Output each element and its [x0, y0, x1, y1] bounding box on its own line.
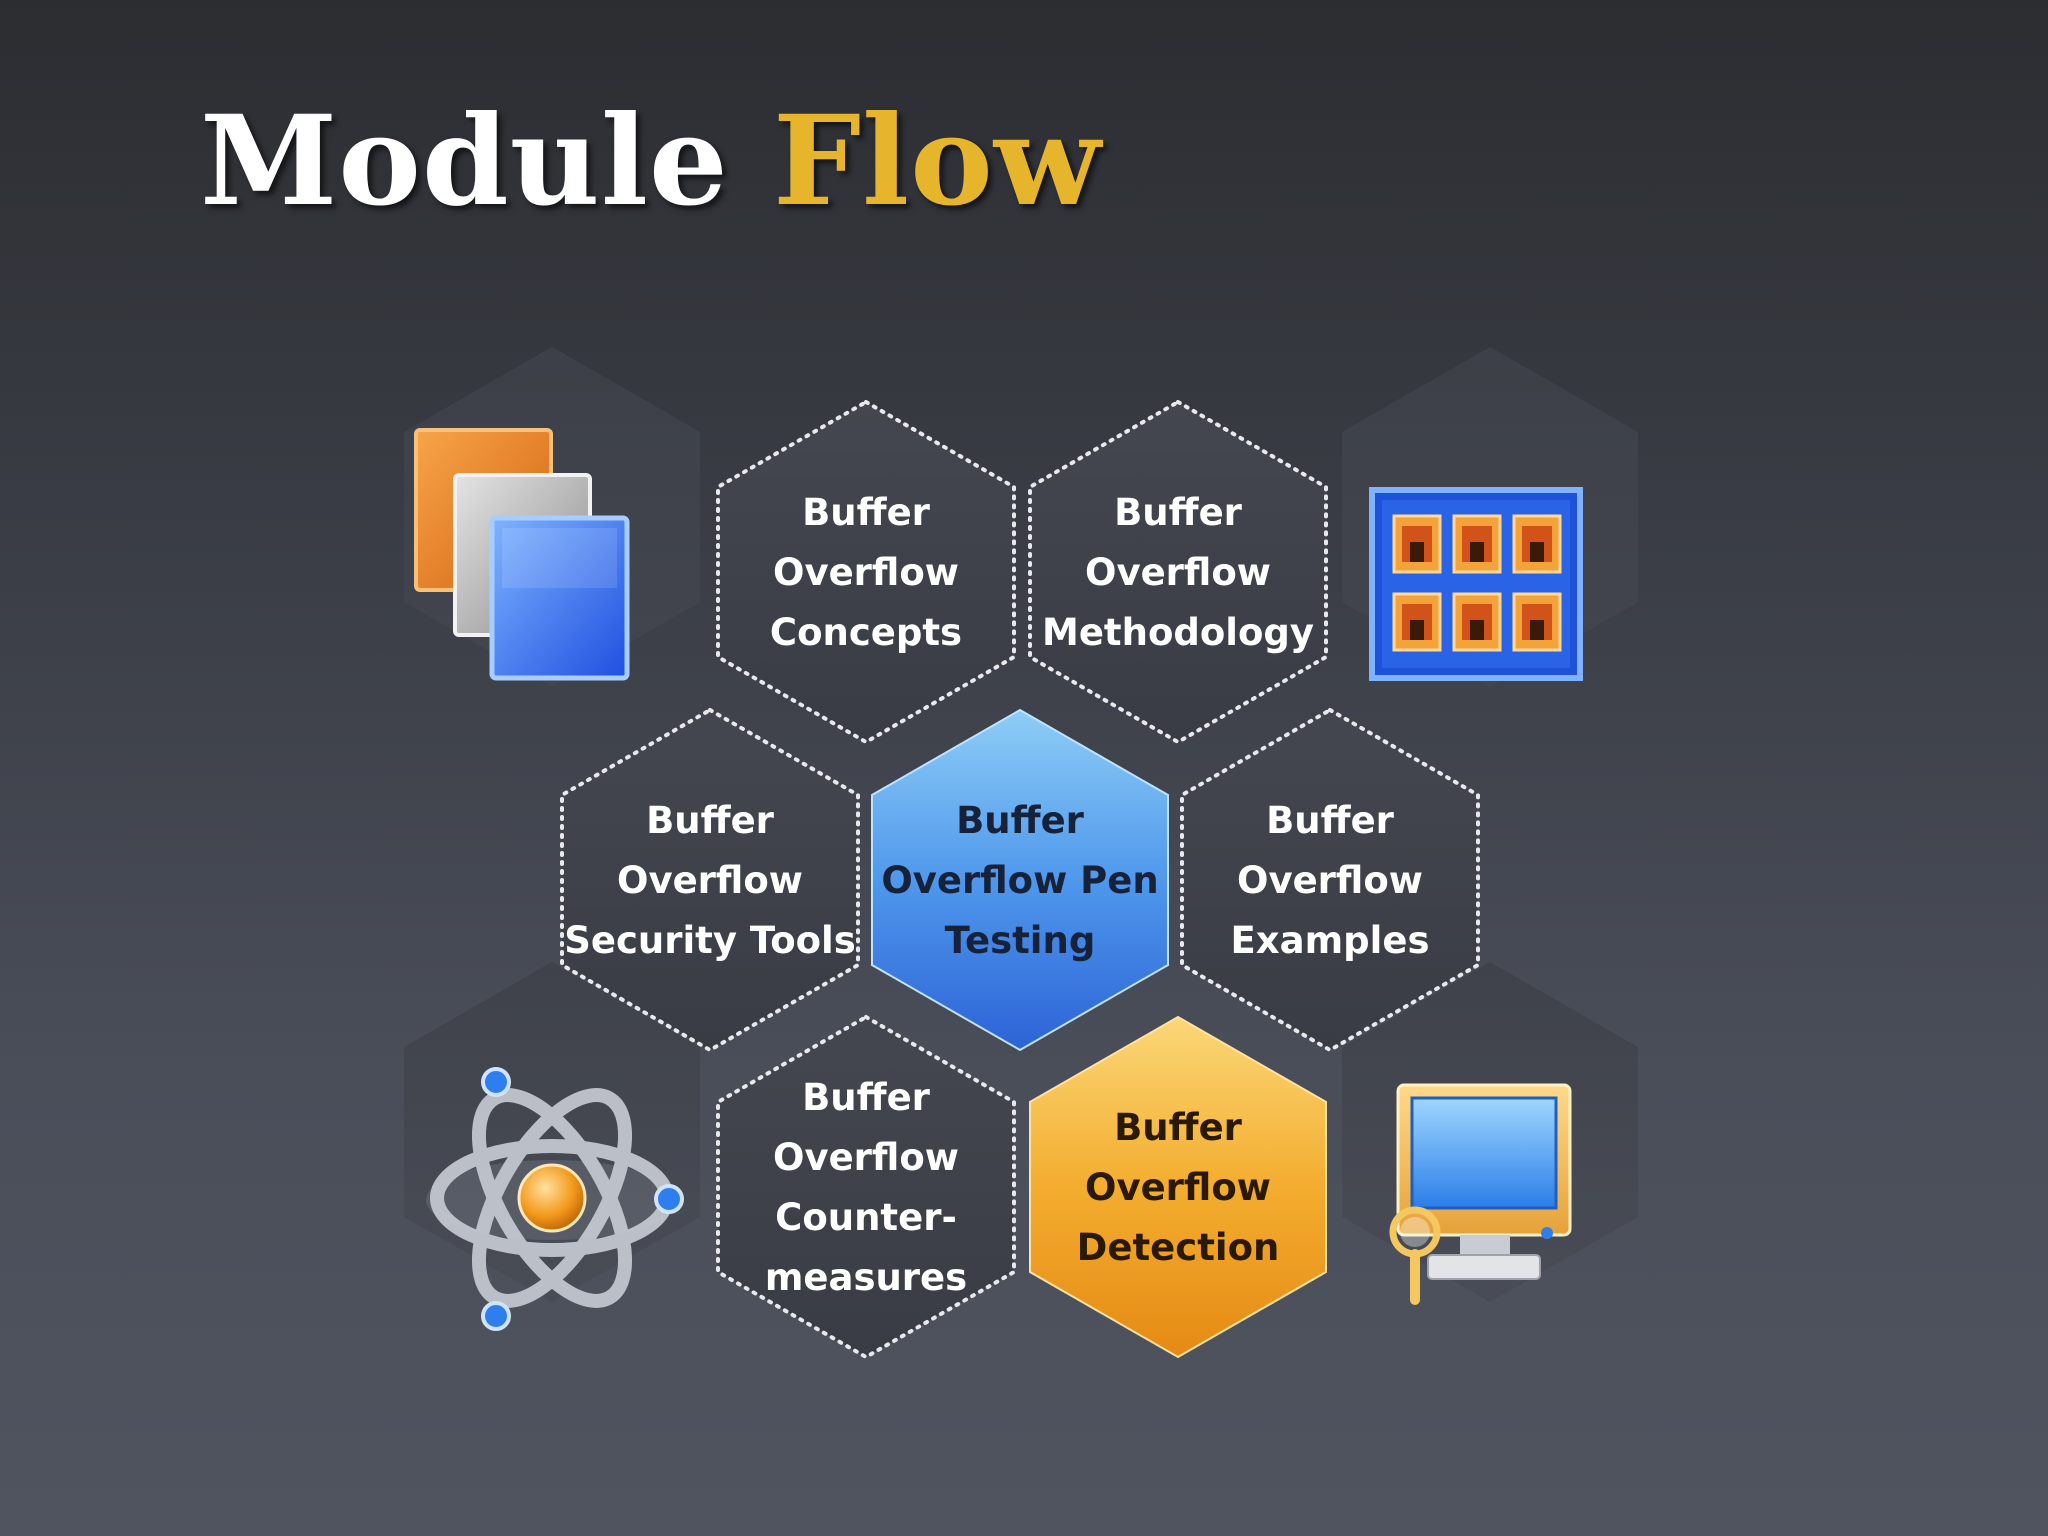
- photo-tile-figure: [1530, 542, 1544, 562]
- module-label-line: Buffer: [1114, 1106, 1243, 1149]
- module-hex-shape: [1028, 399, 1328, 745]
- module-label-line: Counter-: [775, 1196, 957, 1239]
- module-label-line: Buffer: [956, 799, 1085, 842]
- module-label-line: Overflow: [1085, 551, 1271, 594]
- module-label-line: Overflow: [773, 1136, 959, 1179]
- module-label-line: Detection: [1077, 1226, 1280, 1269]
- module-label-line: Examples: [1231, 919, 1430, 962]
- title-word-flow: Flow: [773, 89, 1102, 234]
- module-label-line: Buffer: [646, 799, 775, 842]
- photo-tile-figure: [1470, 542, 1484, 562]
- module-hex-shape: [560, 707, 860, 1053]
- module-label-line: measures: [765, 1256, 967, 1299]
- photo-grid-tiles: [1392, 514, 1562, 652]
- module-label-line: Buffer: [1114, 491, 1243, 534]
- faint-hex-bottom-left: [404, 962, 700, 1302]
- module-label-line: Methodology: [1042, 611, 1314, 654]
- module-label-line: Buffer: [1266, 799, 1395, 842]
- module-hex-shape: [1029, 1015, 1327, 1359]
- module-hex-shape: [716, 1014, 1016, 1360]
- photo-tile-figure: [1530, 620, 1544, 640]
- photo-tile-figure: [1410, 542, 1424, 562]
- module-label-line: Buffer: [802, 491, 931, 534]
- photo-tile-figure: [1470, 620, 1484, 640]
- module-hex-shape: [1180, 707, 1480, 1053]
- module-label-line: Testing: [945, 919, 1096, 962]
- module-label-line: Overflow: [617, 859, 803, 902]
- module-hex-shape: [716, 399, 1016, 745]
- atom-icon: [426, 1067, 684, 1331]
- module-hex-shape: [871, 708, 1169, 1052]
- computer-monitor-icon: [1389, 1083, 1572, 1305]
- documents-stack-icon: [414, 428, 630, 681]
- module-label-line: Overflow Pen: [881, 859, 1158, 902]
- module-hexagons: BufferOverflowConceptsBufferOverflowMeth…: [560, 399, 1480, 1360]
- module-label-line: Security Tools: [564, 919, 856, 962]
- module-label-line: Overflow: [773, 551, 959, 594]
- module-label-line: Buffer: [802, 1076, 931, 1119]
- module-label-line: Concepts: [770, 611, 962, 654]
- photo-tile-figure: [1410, 620, 1424, 640]
- module-label-line: Overflow: [1085, 1166, 1271, 1209]
- module-label-line: Overflow: [1237, 859, 1423, 902]
- photo-tile: [1452, 514, 1502, 574]
- slide-title: Module Flow: [200, 100, 1102, 224]
- title-word-module: Module: [200, 89, 729, 234]
